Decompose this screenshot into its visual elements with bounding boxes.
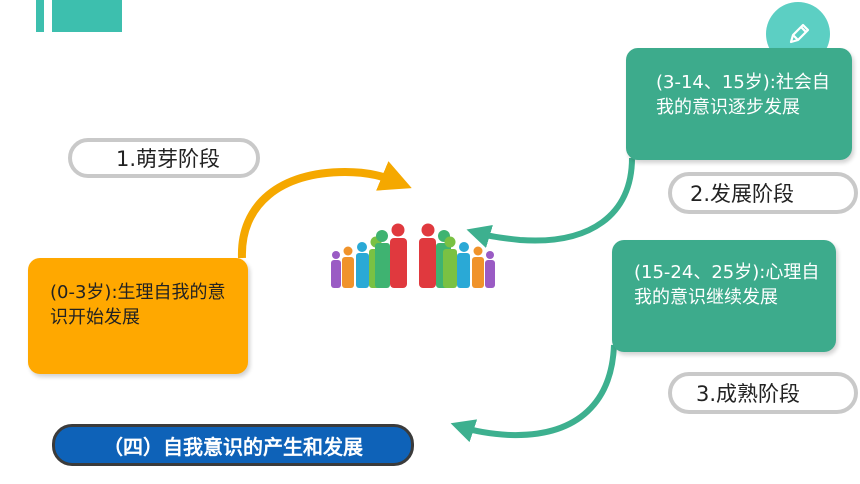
people-group-icon	[331, 223, 495, 288]
header-accent-bar-left	[36, 0, 44, 32]
stage-1-description-box: (0-3岁):生理自我的意识开始发展	[28, 258, 248, 374]
section-title: （四）自我意识的产生和发展	[103, 434, 363, 459]
stage-2-description-box: (3-14、15岁):社会自我的意识逐步发展	[626, 48, 852, 160]
header-accent-bar	[52, 0, 122, 32]
stage-1-label: 1.萌芽阶段	[68, 138, 260, 178]
stage-2-label-text: 2.发展阶段	[690, 182, 795, 206]
stage-1-description: (0-3岁):生理自我的意识开始发展	[50, 282, 226, 328]
pencil-icon	[789, 23, 810, 44]
stage-3-description: (15-24、25岁):心理自我的意识继续发展	[634, 262, 820, 308]
stage-2-label: 2.发展阶段	[668, 172, 858, 214]
arrow-stage3-to-banner	[450, 344, 617, 443]
section-title-banner: （四）自我意识的产生和发展	[52, 424, 414, 466]
arrow-stage2-to-center	[466, 157, 635, 248]
stage-3-description-box: (15-24、25岁):心理自我的意识继续发展	[612, 240, 836, 352]
arrow-stage1-to-center	[237, 161, 412, 259]
stage-1-label-text: 1.萌芽阶段	[116, 147, 221, 171]
stage-2-description: (3-14、15岁):社会自我的意识逐步发展	[656, 72, 830, 118]
stage-3-label-text: 3.成熟阶段	[696, 382, 801, 406]
stage-3-label: 3.成熟阶段	[668, 372, 858, 414]
